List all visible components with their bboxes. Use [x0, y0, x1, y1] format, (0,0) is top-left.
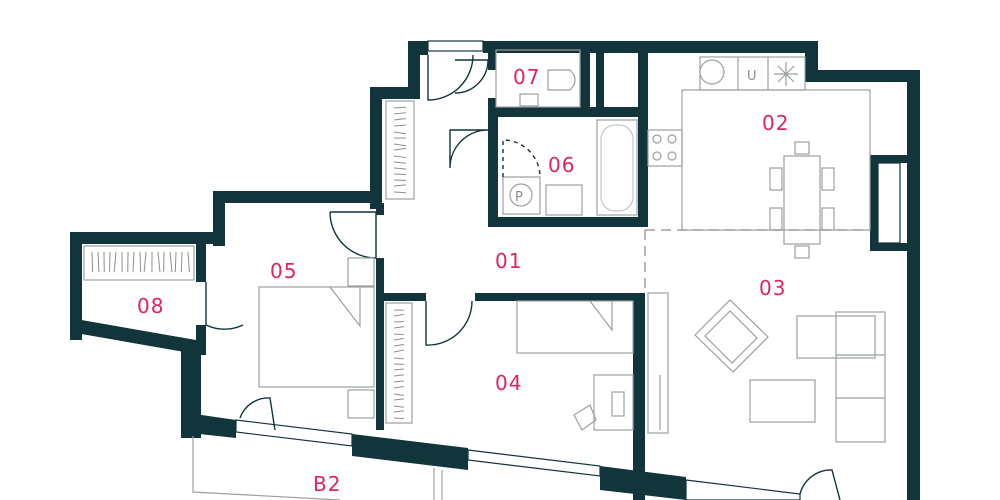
room-label-07: 07: [513, 65, 540, 89]
zone-separators: [645, 230, 870, 293]
hatch-line: [394, 350, 404, 352]
hatch-line: [394, 144, 406, 146]
hatch-line: [394, 107, 406, 108]
hatch-line: [394, 119, 406, 120]
room-label-01: 01: [495, 249, 522, 273]
room-label-b2: B2: [313, 472, 341, 496]
hatch-line: [114, 252, 116, 272]
hatch-line: [394, 334, 404, 335]
hatch-line: [394, 327, 404, 328]
hatch-line: [394, 394, 404, 395]
hatch-line: [394, 399, 404, 400]
hatch-line: [394, 125, 406, 126]
hatch-line: [140, 252, 141, 272]
hatch-line: [394, 411, 404, 412]
hatch-line: [394, 314, 404, 316]
hatch-line: [394, 386, 404, 388]
hatch-line: [394, 113, 406, 114]
hatch-line: [144, 252, 146, 272]
hatch-line: [92, 252, 93, 272]
hatch-line: [394, 369, 404, 370]
hatch-line: [158, 252, 160, 272]
room-label-06: 06: [548, 153, 575, 177]
hatch-line: [170, 252, 172, 272]
wardrobe-hatching: [92, 107, 406, 418]
washer-symbol: U: [747, 69, 757, 84]
hatch-line: [394, 180, 406, 181]
hatch-line: [394, 132, 406, 134]
hatch-line: [394, 185, 406, 186]
room-label-02: 02: [762, 111, 789, 135]
hatch-line: [394, 418, 404, 419]
hatch-line: [181, 252, 182, 272]
hatch-line: [133, 252, 134, 272]
hatch-line: [394, 358, 404, 359]
hatch-line: [188, 252, 189, 272]
room-label-08: 08: [137, 294, 164, 318]
hatch-line: [394, 148, 406, 150]
room-label-05: 05: [270, 259, 297, 283]
hatch-line: [394, 344, 404, 346]
room-label-03: 03: [759, 276, 786, 300]
hatch-line: [98, 252, 99, 272]
hatch-line: [394, 338, 404, 340]
hatch-line: [175, 252, 176, 272]
hatch-line: [394, 375, 404, 376]
hatch-line: [394, 381, 404, 382]
hatch-line: [394, 168, 406, 169]
room-label-04: 04: [495, 371, 522, 395]
hatch-line: [394, 406, 404, 407]
hatch-line: [394, 192, 406, 193]
boiler-symbol: P: [515, 190, 523, 205]
hatch-line: [394, 156, 406, 158]
hatch-line: [394, 162, 406, 163]
